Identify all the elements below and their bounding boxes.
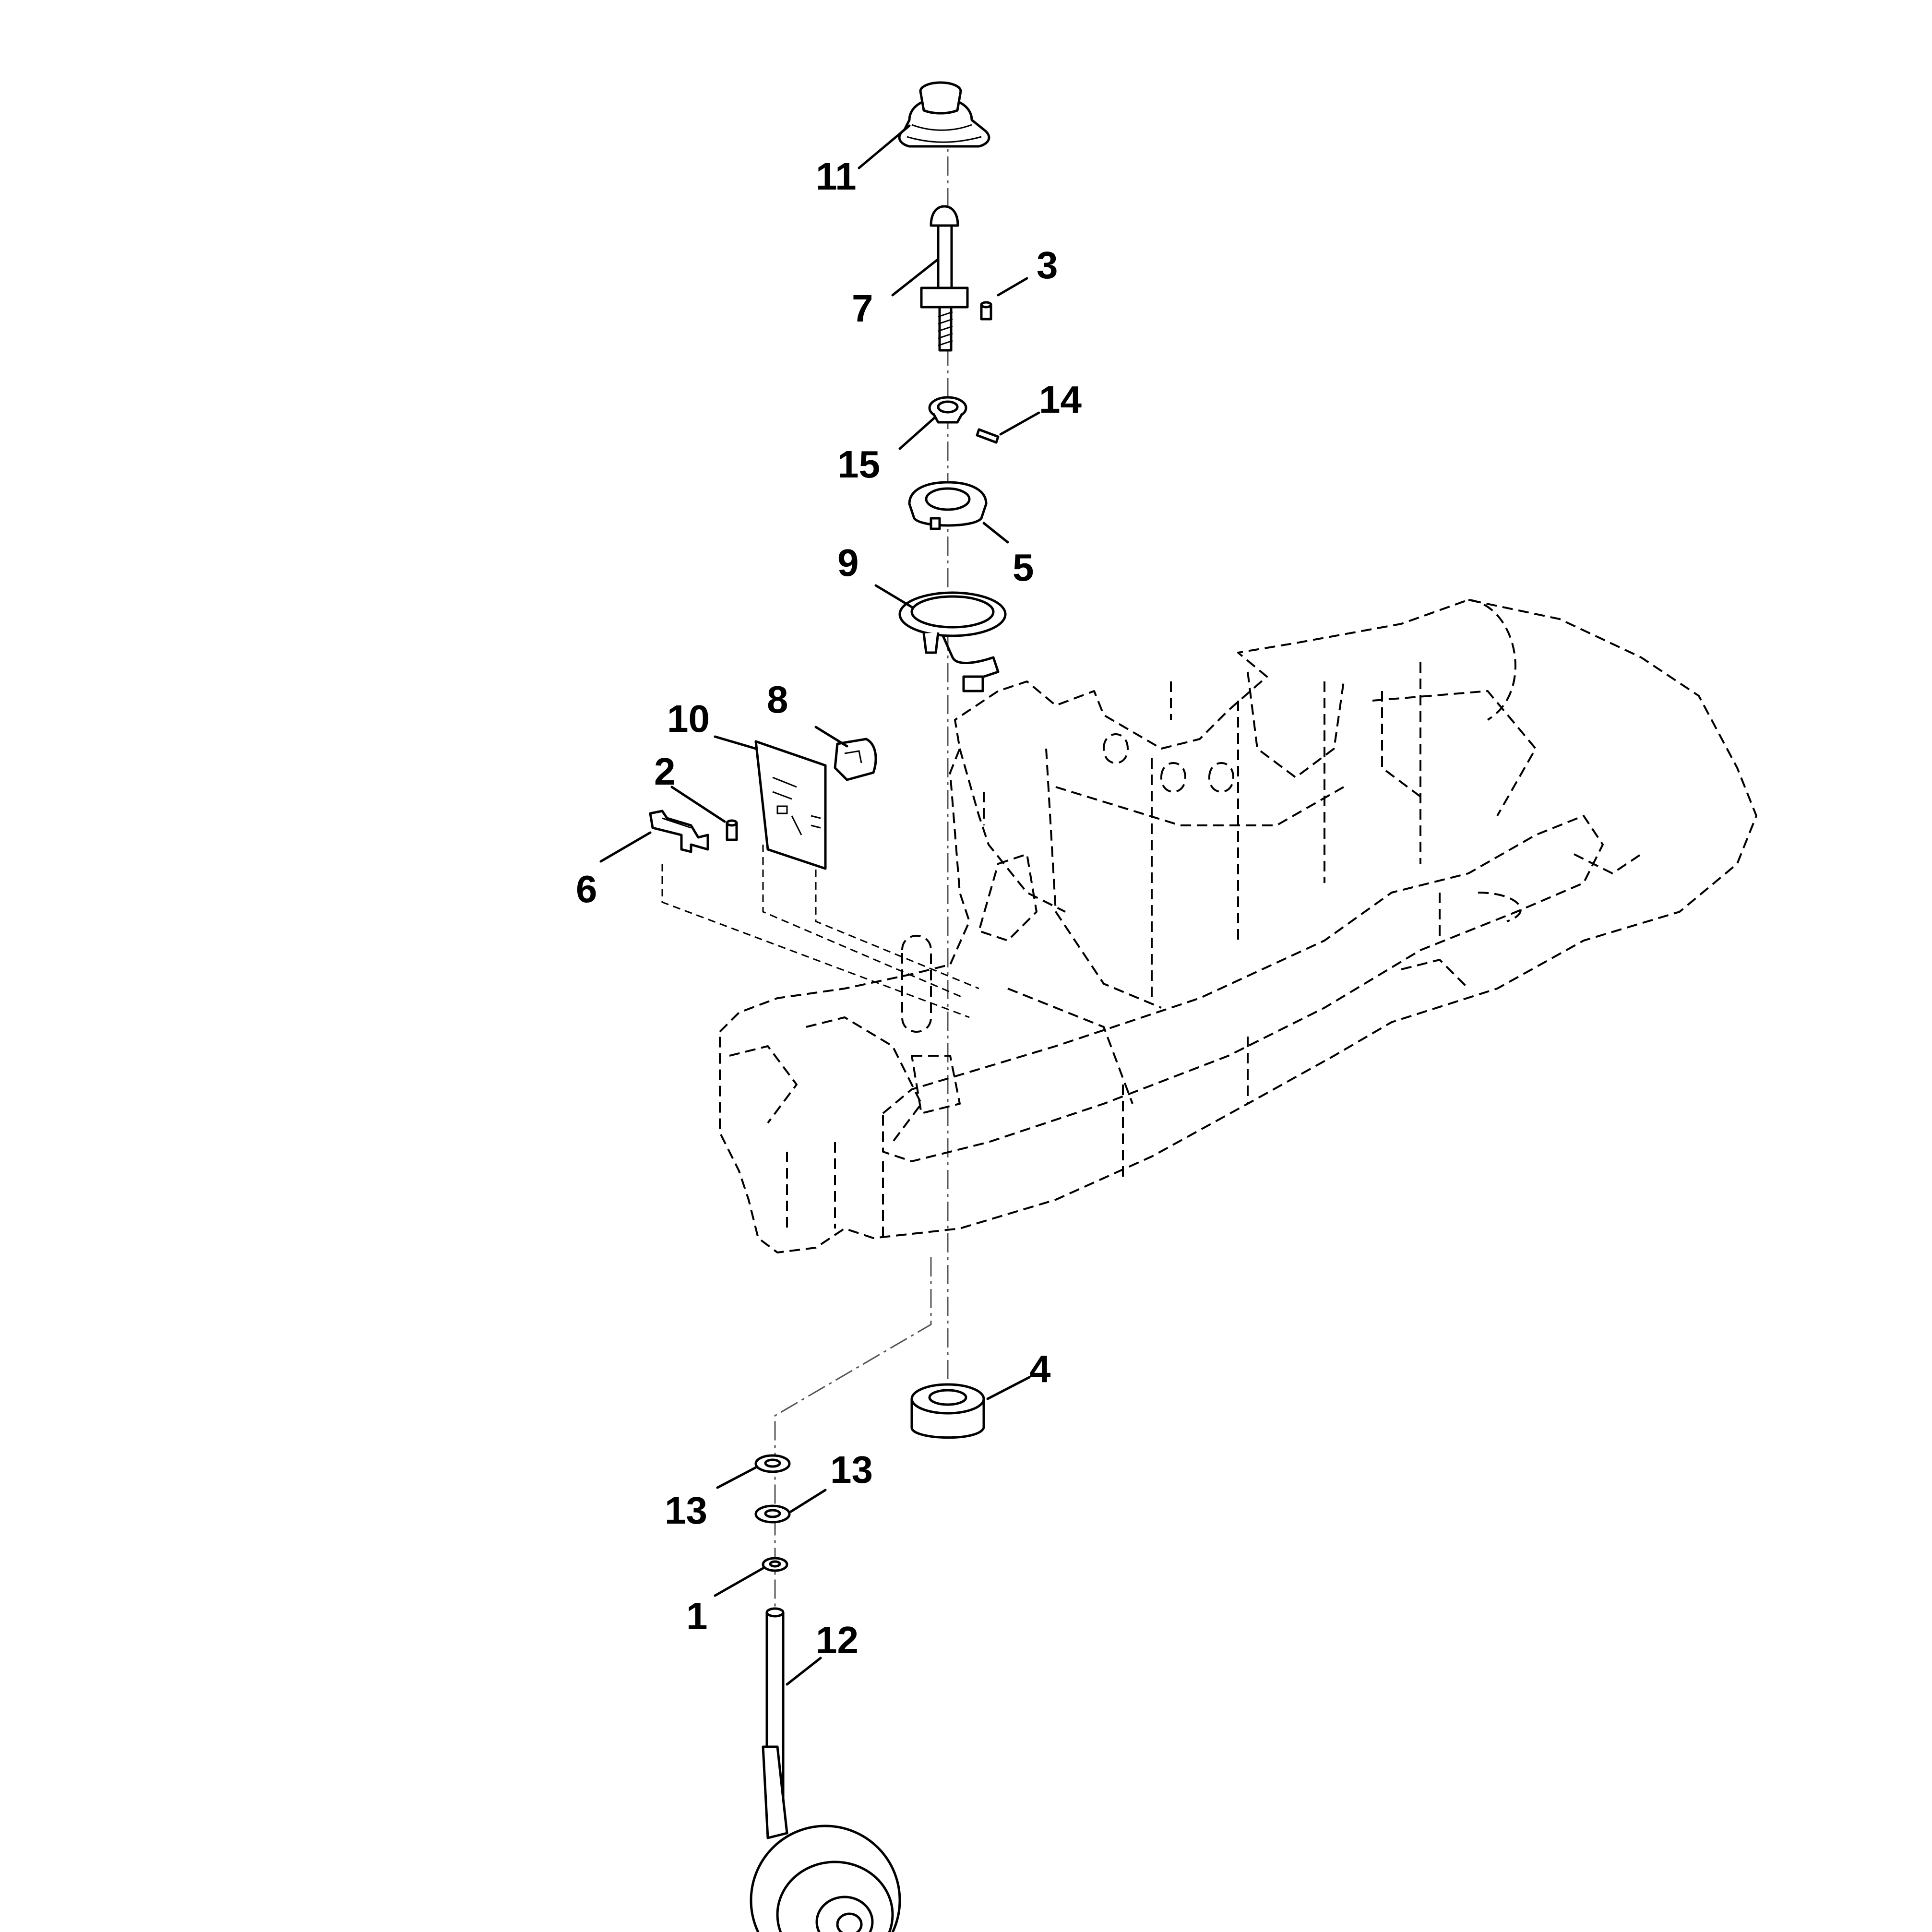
callout-3[interactable]: 3 bbox=[1037, 244, 1058, 286]
part-10-circuit-board bbox=[754, 740, 827, 870]
part-13-washers bbox=[754, 1454, 791, 1524]
callout-4[interactable]: 4 bbox=[1029, 1348, 1051, 1390]
callout-2[interactable]: 2 bbox=[654, 750, 676, 793]
part-4-roller bbox=[910, 1383, 985, 1439]
callout-1[interactable]: 1 bbox=[686, 1595, 708, 1637]
callout-labels: 11 7 3 14 15 5 9 8 10 2 6 4 13 13 1 12 bbox=[576, 155, 1082, 1661]
part-15-bushing bbox=[928, 396, 967, 424]
part-3-pin bbox=[980, 301, 992, 321]
callout-8[interactable]: 8 bbox=[767, 678, 788, 721]
part-2-pin bbox=[726, 819, 738, 841]
callout-13-upper[interactable]: 13 bbox=[830, 1448, 873, 1491]
part-1-washer bbox=[762, 1557, 788, 1572]
mower-chassis-phantom bbox=[719, 599, 1757, 1253]
callout-leaders bbox=[599, 124, 1040, 1686]
callout-10[interactable]: 10 bbox=[667, 697, 710, 740]
callout-9[interactable]: 9 bbox=[837, 541, 859, 584]
part-7-spindle bbox=[920, 205, 969, 352]
callout-14[interactable]: 14 bbox=[1039, 378, 1082, 421]
callout-13-lower[interactable]: 13 bbox=[665, 1489, 707, 1532]
part-8-connector bbox=[834, 738, 877, 781]
callout-11[interactable]: 11 bbox=[816, 155, 857, 198]
callout-15[interactable]: 15 bbox=[837, 443, 880, 486]
part-5-adjust-ring bbox=[908, 481, 988, 530]
callout-12[interactable]: 12 bbox=[816, 1619, 859, 1661]
part-12-wheel bbox=[750, 1607, 901, 1932]
callout-7[interactable]: 7 bbox=[852, 287, 873, 330]
part-14-roll-pin bbox=[976, 428, 1000, 444]
callout-6[interactable]: 6 bbox=[576, 868, 597, 910]
part-9-sensor-ring bbox=[898, 591, 1007, 692]
callout-5[interactable]: 5 bbox=[1013, 546, 1034, 589]
part-6-bracket bbox=[649, 810, 709, 853]
part-11-bellows bbox=[898, 81, 990, 148]
